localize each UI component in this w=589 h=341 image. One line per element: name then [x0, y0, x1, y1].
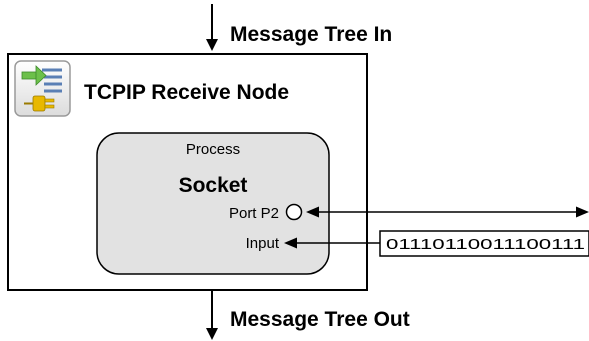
- message-out-arrow: [206, 291, 218, 340]
- message-in-label: Message Tree In: [230, 23, 392, 46]
- process-box[interactable]: [96, 132, 330, 275]
- port-connection-arrow: [306, 206, 589, 218]
- node-title: TCPIP Receive Node: [84, 81, 289, 104]
- bitstream-value: 01110110011100111: [386, 236, 585, 253]
- message-in-arrow: [206, 4, 218, 51]
- input-arrow: [284, 237, 380, 249]
- port-p2-circle[interactable]: [285, 203, 303, 221]
- message-out-label: Message Tree Out: [230, 308, 410, 331]
- process-caption: Process: [186, 141, 240, 158]
- socket-title: Socket: [179, 174, 248, 197]
- port-label: Port P2: [229, 205, 279, 222]
- input-label: Input: [246, 235, 280, 252]
- tcpip-receive-node-icon: [14, 60, 71, 117]
